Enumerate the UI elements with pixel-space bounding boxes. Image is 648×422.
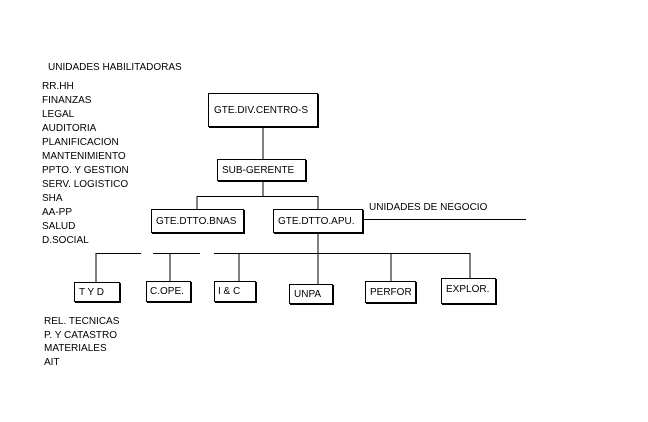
list-item: D.SOCIAL (42, 235, 89, 246)
node-unpa: UNPA (289, 284, 333, 304)
node-sub-gerente: SUB-GERENTE (217, 159, 306, 181)
node-gte-div-centro-s: GTE.DIV.CENTRO-S (208, 93, 318, 127)
habilitadoras-list: RR.HH FINANZAS LEGAL AUDITORIA PLANIFICA… (42, 80, 129, 248)
list-item: PPTO. Y GESTION (42, 165, 129, 176)
list-item: SALUD (42, 221, 76, 232)
list-item: AUDITORIA (42, 123, 97, 134)
tyd-children-list: REL. TECNICAS P. Y CATASTRO MATERIALES A… (44, 315, 119, 369)
list-item: P. Y CATASTRO (44, 329, 117, 341)
node-gte-dtto-apu: GTE.DTTO.APU. (273, 209, 363, 233)
list-item: PLANIFICACION (42, 137, 119, 148)
node-perfor: PERFOR (365, 281, 416, 303)
node-explor: EXPLOR. (441, 278, 496, 304)
list-item: RR.HH (42, 81, 74, 92)
list-item: SHA (42, 193, 63, 204)
unidades-negocio-label: UNIDADES DE NEGOCIO (369, 202, 488, 213)
node-t-y-d: T Y D (74, 282, 120, 302)
node-i-c: I & C (214, 281, 256, 302)
list-item: AIT (44, 356, 60, 368)
node-c-ope: C.OPE. (146, 281, 191, 302)
list-item: MANTENIMIENTO (42, 151, 126, 162)
habilitadoras-title: UNIDADES HABILITADORAS (48, 62, 182, 73)
list-item: LEGAL (42, 109, 75, 120)
list-item: FINANZAS (42, 95, 92, 106)
node-gte-dtto-bnas: GTE.DTTO.BNAS (151, 209, 244, 233)
list-item: MATERIALES (44, 343, 107, 354)
list-item: REL. TECNICAS (44, 316, 120, 327)
list-item: AA-PP (42, 207, 73, 218)
list-item: SERV. LOGISTICO (42, 179, 129, 190)
